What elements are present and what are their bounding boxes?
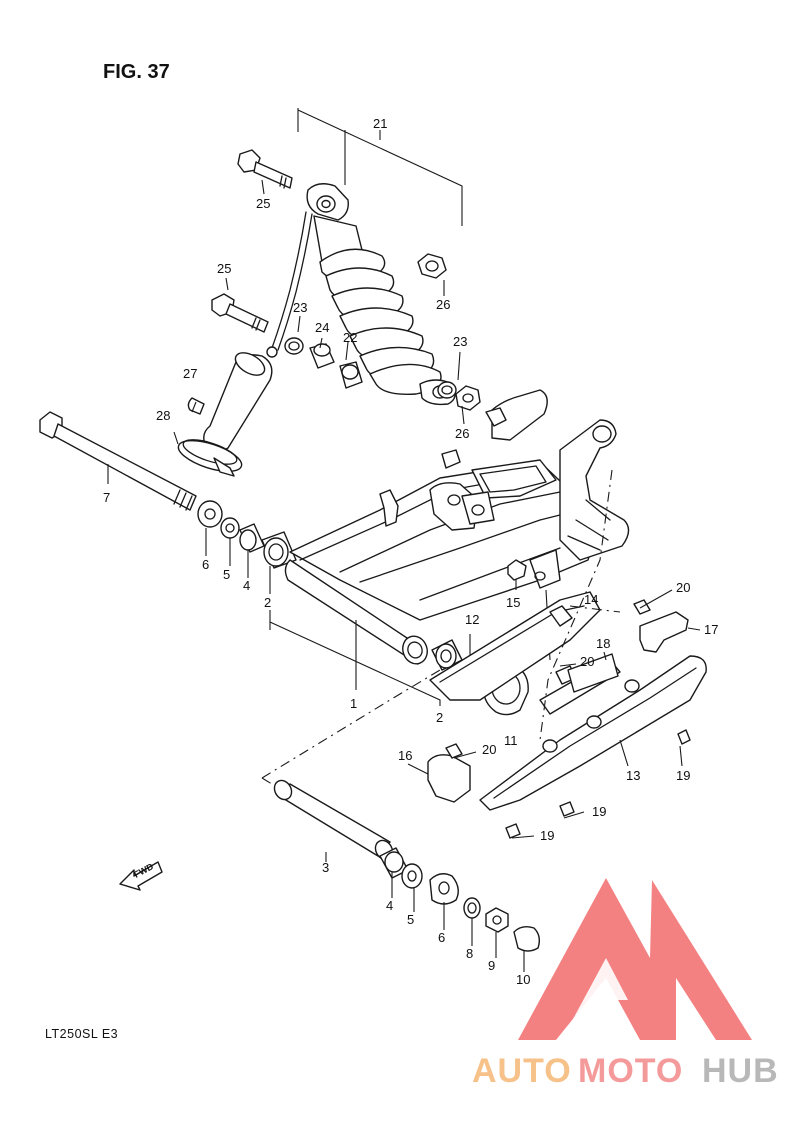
callout-24: 24 [315, 320, 329, 335]
bracket-17 [633, 599, 689, 653]
callout-20-c: 20 [482, 742, 496, 757]
callout-10: 10 [516, 972, 530, 987]
callout-17: 17 [704, 622, 718, 637]
watermark-hub: HUB [702, 1052, 779, 1090]
callout-13: 13 [626, 768, 640, 783]
callout-20-b: 20 [580, 654, 594, 669]
callout-28: 28 [156, 408, 170, 423]
callout-16: 16 [398, 748, 412, 763]
shock-lower-nut [455, 385, 481, 411]
callout-6-right: 6 [438, 930, 445, 945]
callout-27: 27 [183, 366, 197, 381]
callout-7: 7 [103, 490, 110, 505]
chain-cover-upper [429, 591, 601, 701]
rear-axle-spacer [273, 779, 394, 861]
callout-2-right: 2 [436, 710, 443, 725]
callout-19-a: 19 [676, 768, 690, 783]
callout-22: 22 [343, 330, 357, 345]
pivot-shaft [39, 411, 197, 511]
callout-21: 21 [373, 116, 387, 131]
lower-leaders [325, 589, 701, 972]
watermark-auto: AUTO [472, 1052, 572, 1090]
callout-5-left: 5 [223, 567, 230, 582]
model-code: LT250SL E3 [45, 1027, 118, 1041]
callout-19-b: 19 [592, 804, 606, 819]
callout-18: 18 [596, 636, 610, 651]
callout-23-left: 23 [293, 300, 307, 315]
callout-9: 9 [488, 958, 495, 973]
callout-15: 15 [506, 595, 520, 610]
callout-11: 11 [504, 733, 518, 748]
callout-numbers: 21 25 25 26 26 23 23 24 22 27 28 7 6 5 4… [103, 116, 718, 987]
shock-reservoir [203, 211, 313, 453]
watermark-logo [518, 878, 752, 1040]
callout-8: 8 [466, 946, 473, 961]
callout-12: 12 [465, 612, 479, 627]
callout-2-left: 2 [264, 595, 271, 610]
shock-lower-bolt [211, 293, 269, 333]
callout-5-right: 5 [407, 912, 414, 927]
chain-guide-18 [567, 653, 619, 693]
leader-lines [107, 130, 581, 706]
callout-6-left: 6 [202, 557, 209, 572]
callout-19-c: 19 [540, 828, 554, 843]
clip [187, 397, 205, 415]
forward-arrow[interactable]: FWD [119, 861, 163, 891]
callout-3: 3 [322, 860, 329, 875]
swingarm [284, 389, 630, 665]
shock-collars [284, 337, 457, 399]
bolt-15 [507, 559, 527, 581]
rear-shock-absorber [306, 183, 456, 406]
reservoir-band [177, 439, 243, 477]
watermark-moto: MOTO [578, 1052, 683, 1090]
watermark-text: AUTO MOTO HUB [472, 1052, 779, 1090]
callout-20-a: 20 [676, 580, 690, 595]
callout-1: 1 [350, 696, 357, 711]
chain-guide-16 [427, 743, 471, 803]
shock-group-bracket [297, 108, 463, 226]
left-pivot-parts [197, 500, 297, 569]
callout-26-upper: 26 [436, 297, 450, 312]
shock-upper-nut [417, 253, 447, 279]
shock-upper-bolt [237, 149, 293, 189]
callout-25-lower: 25 [217, 261, 231, 276]
callout-4-left: 4 [243, 578, 250, 593]
figure-title: FIG. 37 [103, 61, 170, 83]
callout-23-right: 23 [453, 334, 467, 349]
rear-axle-hardware [379, 847, 541, 952]
callout-14: 14 [584, 592, 598, 607]
callout-4-right: 4 [386, 898, 393, 913]
callout-26-lower: 26 [455, 426, 469, 441]
callout-25-upper: 25 [256, 196, 270, 211]
bolts-19 [505, 729, 691, 839]
